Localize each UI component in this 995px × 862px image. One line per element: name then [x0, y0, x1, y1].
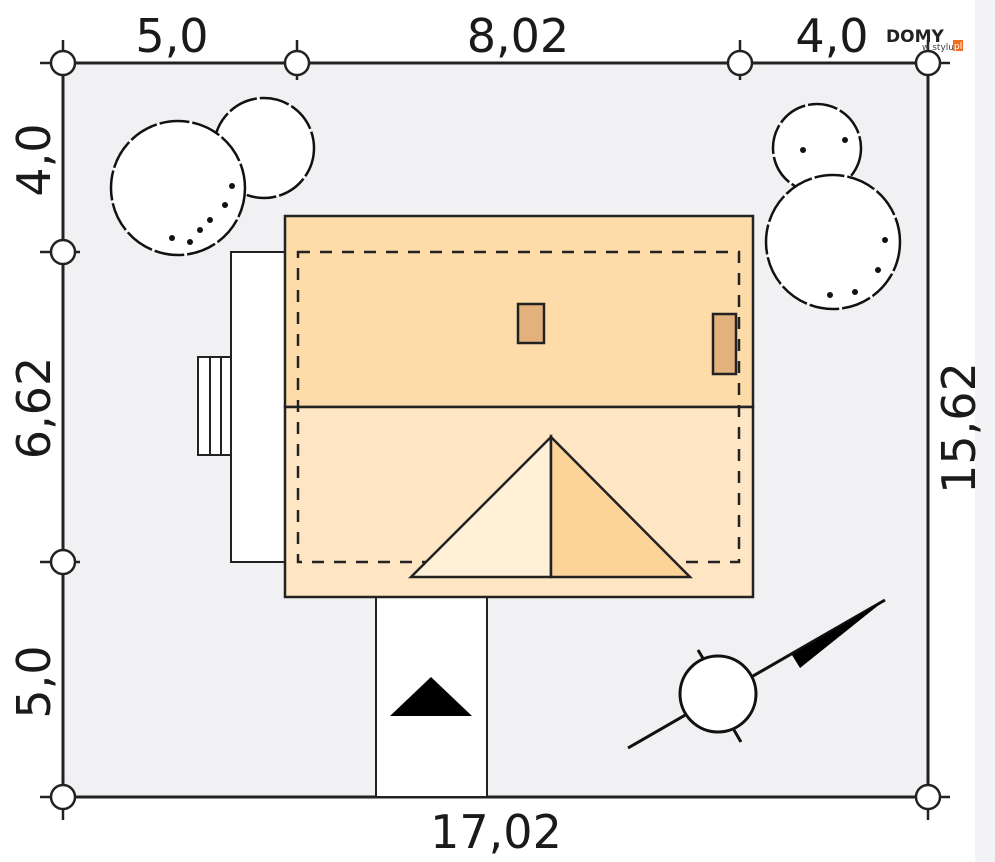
entrance-arrow-icon	[390, 677, 472, 716]
terrace	[230, 251, 288, 563]
dim-left-2: 6,62	[7, 357, 61, 459]
dim-right: 15,62	[932, 362, 986, 494]
dim-top-3: 4,0	[795, 9, 868, 63]
svg-text:w stylu: w stylu	[922, 43, 954, 53]
tree-dots	[169, 137, 888, 298]
tree-icon	[109, 96, 902, 311]
roof-back	[283, 214, 755, 409]
svg-text:pl: pl	[954, 42, 962, 52]
dim-bottom: 17,02	[430, 805, 562, 859]
north-arrow-icon	[627, 598, 886, 750]
chimney	[711, 312, 738, 376]
page-edge	[975, 0, 995, 862]
dimension-nodes	[49, 49, 942, 811]
dim-top-2: 8,02	[467, 9, 569, 63]
chimney	[516, 302, 546, 345]
logo: DOMY w stylu pl	[886, 27, 963, 53]
steps	[197, 356, 232, 456]
dim-top-1: 5,0	[135, 9, 208, 63]
dim-left-3: 5,0	[7, 645, 61, 718]
svg-text:DOMY: DOMY	[886, 27, 944, 47]
gable-right	[549, 433, 694, 579]
dim-left-1: 4,0	[7, 123, 61, 196]
